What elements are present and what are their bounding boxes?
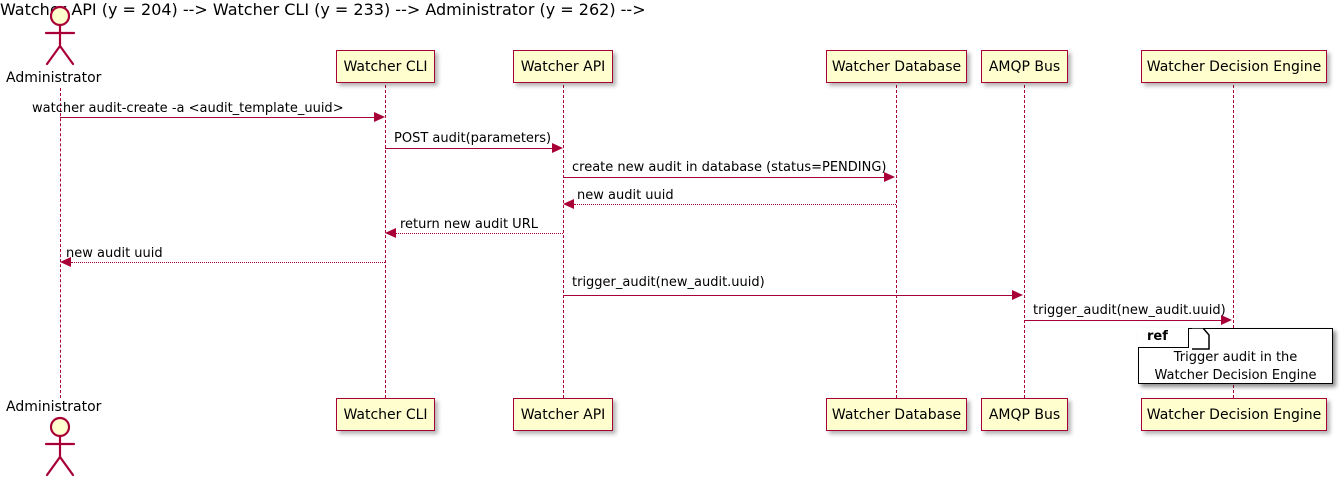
message-line-1 xyxy=(60,117,375,118)
message-arrowhead-2 xyxy=(552,143,563,153)
message-line-8 xyxy=(1024,320,1222,321)
participant-watcher-cli-bottom[interactable]: Watcher CLI xyxy=(336,398,435,431)
message-label-2: POST audit(parameters) xyxy=(394,131,552,146)
lifeline-watcher-cli xyxy=(385,85,386,398)
message-line-3 xyxy=(563,177,885,178)
ref-fragment-tab-label: ref xyxy=(1138,328,1189,348)
message-label-8: trigger_audit(new_audit.uuid) xyxy=(1033,303,1226,318)
message-label-1: watcher audit-create -a <audit_template_… xyxy=(32,101,344,116)
actor-figure-icon xyxy=(44,5,76,66)
message-label-5: return new audit URL xyxy=(400,217,538,232)
participant-watcher-decision-engine-top[interactable]: Watcher Decision Engine xyxy=(1141,50,1327,83)
actor-administrator-bottom[interactable] xyxy=(36,415,84,477)
message-line-2 xyxy=(385,148,553,149)
message-arrowhead-5 xyxy=(385,228,396,238)
participant-watcher-database-bottom[interactable]: Watcher Database xyxy=(826,398,967,431)
lifeline-watcher-api xyxy=(563,85,564,398)
participant-watcher-decision-engine-bottom[interactable]: Watcher Decision Engine xyxy=(1141,398,1327,431)
message-arrowhead-8 xyxy=(1221,315,1232,325)
lifeline-amqp-bus xyxy=(1024,85,1025,398)
message-line-7 xyxy=(563,295,1013,296)
ref-fragment-body-line-2: Watcher Decision Engine xyxy=(1154,367,1317,383)
actor-figure-icon xyxy=(44,416,76,477)
ref-tab-corner-icon xyxy=(1192,328,1210,350)
message-arrowhead-3 xyxy=(884,172,895,182)
ref-fragment-body: Trigger audit in the Watcher Decision En… xyxy=(1138,349,1333,384)
actor-label-administrator-bottom: Administrator xyxy=(6,399,102,415)
participant-watcher-api-top[interactable]: Watcher API xyxy=(513,50,613,83)
participant-amqp-bus-bottom[interactable]: AMQP Bus xyxy=(981,398,1068,431)
message-arrowhead-7 xyxy=(1012,290,1023,300)
message-label-3: create new audit in database (status=PEN… xyxy=(572,160,887,175)
message-label-4: new audit uuid xyxy=(577,188,674,203)
message-label-6: new audit uuid xyxy=(66,246,163,261)
actor-label-administrator-top: Administrator xyxy=(6,70,102,86)
actor-administrator-top[interactable] xyxy=(36,4,84,66)
message-line-4 xyxy=(574,204,896,205)
participant-amqp-bus-top[interactable]: AMQP Bus xyxy=(981,50,1068,83)
participant-watcher-database-top[interactable]: Watcher Database xyxy=(826,50,967,83)
participant-watcher-api-bottom[interactable]: Watcher API xyxy=(513,398,613,431)
lifeline-watcher-decision-engine xyxy=(1233,85,1234,398)
lifeline-administrator xyxy=(60,88,61,398)
message-line-6 xyxy=(71,262,385,263)
message-arrowhead-6 xyxy=(60,257,71,267)
lifeline-watcher-database xyxy=(896,85,897,398)
message-arrowhead-4 xyxy=(563,199,574,209)
message-arrowhead-1 xyxy=(374,112,385,122)
participant-watcher-cli-top[interactable]: Watcher CLI xyxy=(336,50,435,83)
message-label-7: trigger_audit(new_audit.uuid) xyxy=(572,275,765,290)
message-line-5 xyxy=(396,233,563,234)
ref-fragment-body-line-1: Trigger audit in the xyxy=(1173,350,1298,365)
